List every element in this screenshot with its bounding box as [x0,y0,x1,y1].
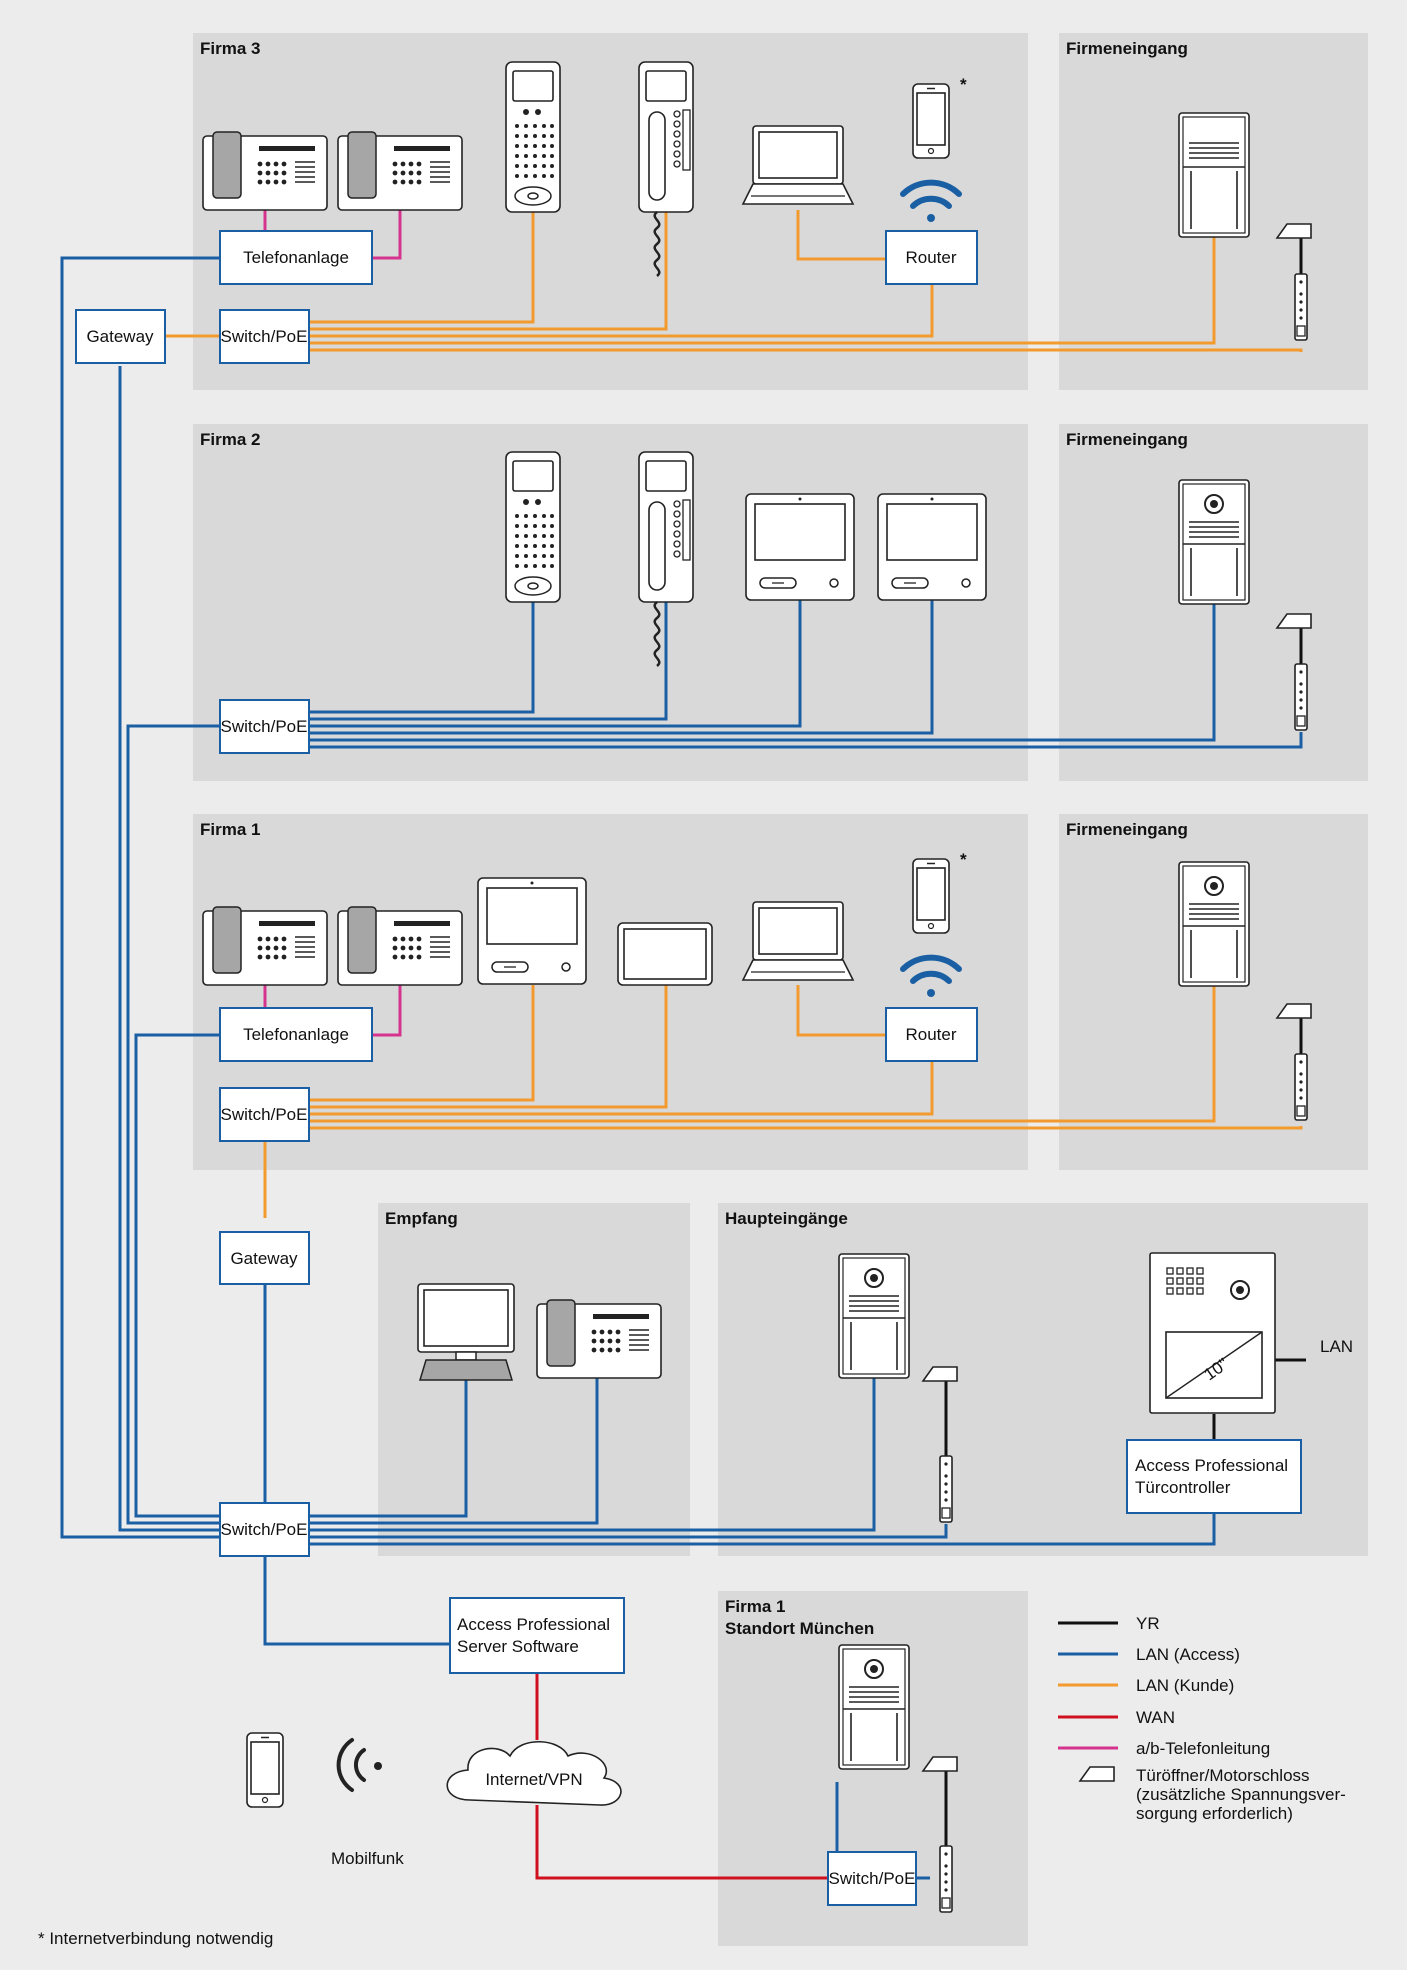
legend-label-yr: YR [1136,1614,1160,1633]
gateway-box-bottom[interactable]: Gateway [219,1231,310,1285]
zone-firma2 [193,424,1028,781]
legend: YR LAN (Access) LAN (Kunde) WAN a/b-Tele… [1058,1614,1346,1823]
access-professional-controller-box[interactable]: Access Professional Türcontroller [1126,1439,1302,1514]
desk-phone-icon [337,131,463,211]
wires-wan [535,1674,828,1880]
door-module-icon [1294,273,1308,341]
svg-text:Access Professional: Access Professional [457,1615,610,1634]
router-box-1[interactable]: Router [885,1007,978,1062]
wires-ab-firma3 [263,210,402,260]
svg-text:Gateway: Gateway [230,1249,298,1268]
zone-title-firma3: Firma 3 [200,39,260,58]
door-station-camera-icon [1178,861,1250,987]
access-professional-server-box[interactable]: Access Professional Server Software [449,1597,625,1674]
lan-label: LAN [1320,1337,1353,1356]
laptop-icon [742,125,854,205]
legend-label-wan: WAN [1136,1708,1175,1727]
telefonanlage-box-3[interactable]: Telefonanlage [219,230,373,285]
svg-text:Internet/VPN: Internet/VPN [485,1770,582,1789]
legend-label-ab: a/b-Telefonleitung [1136,1739,1270,1758]
desk-phone-icon [337,906,463,986]
zone-title-empfang: Empfang [385,1209,458,1228]
laptop-icon [742,901,854,981]
svg-text:Server Software: Server Software [457,1637,579,1656]
zone-title-firmeneingang-1: Firmeneingang [1066,820,1188,839]
legend-door-opener-2: (zusätzliche Spannungsver- [1136,1785,1346,1804]
svg-text:Gateway: Gateway [86,327,154,346]
indoor-station-keypad-icon [505,61,561,213]
zone-title-firmeneingang-3: Firmeneingang [1066,39,1188,58]
door-station-camera-icon [1178,479,1250,605]
desk-phone-icon [536,1299,662,1379]
door-module-icon [939,1455,953,1523]
zone-title-muenchen-2: Standort München [725,1619,874,1638]
telefonanlage-box-1[interactable]: Telefonanlage [219,1007,373,1062]
switch-box-muenchen[interactable]: Switch/PoE [827,1851,917,1906]
legend-door-opener-icon [1079,1766,1115,1782]
svg-text:Switch/PoE: Switch/PoE [221,717,308,736]
zone-firma1 [193,814,1028,1170]
door-station-camera-icon [838,1644,910,1770]
access-terminal-icon [1149,1252,1276,1414]
wires-ab-firma1 [263,985,402,1037]
desk-phone-icon [202,906,328,986]
zone-title-muenchen-1: Firma 1 [725,1597,785,1616]
desk-phone-icon [202,131,328,211]
footnote: * Internetverbindung notwendig [38,1929,273,1948]
asterisk-note: * [960,850,967,869]
switch-box-2[interactable]: Switch/PoE [219,699,310,754]
indoor-station-keypad-icon [505,451,561,603]
svg-text:Switch/PoE: Switch/PoE [221,1105,308,1124]
svg-text:Switch/PoE: Switch/PoE [829,1869,916,1888]
svg-text:Router: Router [905,248,956,267]
wires-yr-openers [944,233,1303,1846]
door-module-icon [1294,663,1308,731]
legend-door-opener-3: sorgung erforderlich) [1136,1804,1293,1823]
zone-title-haupteingaenge: Haupteingänge [725,1209,848,1228]
asterisk-note: * [960,75,967,94]
router-box-3[interactable]: Router [885,230,978,285]
zone-title-firma1: Firma 1 [200,820,260,839]
svg-text:Router: Router [905,1025,956,1044]
legend-label-lan-kunde: LAN (Kunde) [1136,1676,1234,1695]
tablet-icon [617,922,713,986]
svg-text:Access Professional: Access Professional [1135,1456,1288,1475]
video-monitor-icon [745,493,855,601]
switch-box-main[interactable]: Switch/PoE [219,1502,310,1557]
door-module-icon [939,1845,953,1913]
video-monitor-icon [877,493,987,601]
smartphone-icon [912,83,950,159]
wires-lan-kunde-firma1 [263,975,1303,1218]
wires-lan-access-firma2 [309,600,1303,749]
switch-box-1[interactable]: Switch/PoE [219,1087,310,1142]
svg-text:Telefonanlage: Telefonanlage [243,1025,349,1044]
zone-title-firmeneingang-2: Firmeneingang [1066,430,1188,449]
legend-label-lan-access: LAN (Access) [1136,1645,1240,1664]
smartphone-icon [912,858,950,934]
video-monitor-icon [477,877,587,985]
legend-door-opener-1: Türöffner/Motorschloss [1136,1766,1310,1785]
smartphone-icon [246,1732,284,1808]
gateway-box-top[interactable]: Gateway [75,309,166,364]
wires-lan-access-backbone [60,256,1216,1880]
door-station-camera-icon [838,1253,910,1379]
door-module-icon [1294,1053,1308,1121]
svg-text:Switch/PoE: Switch/PoE [221,327,308,346]
door-station-icon [1178,112,1250,238]
desktop-computer-icon [417,1283,515,1381]
svg-text:Türcontroller: Türcontroller [1135,1478,1231,1497]
wires-lan-kunde-firma3 [165,210,1303,352]
zone-title-firma2: Firma 2 [200,430,260,449]
mobile-signal-icon [336,1738,382,1792]
mobilfunk-label: Mobilfunk [331,1849,404,1868]
svg-text:Telefonanlage: Telefonanlage [243,248,349,267]
switch-box-3[interactable]: Switch/PoE [219,309,310,364]
internet-cloud[interactable]: Internet/VPN [446,1740,622,1806]
svg-text:Switch/PoE: Switch/PoE [221,1520,308,1539]
